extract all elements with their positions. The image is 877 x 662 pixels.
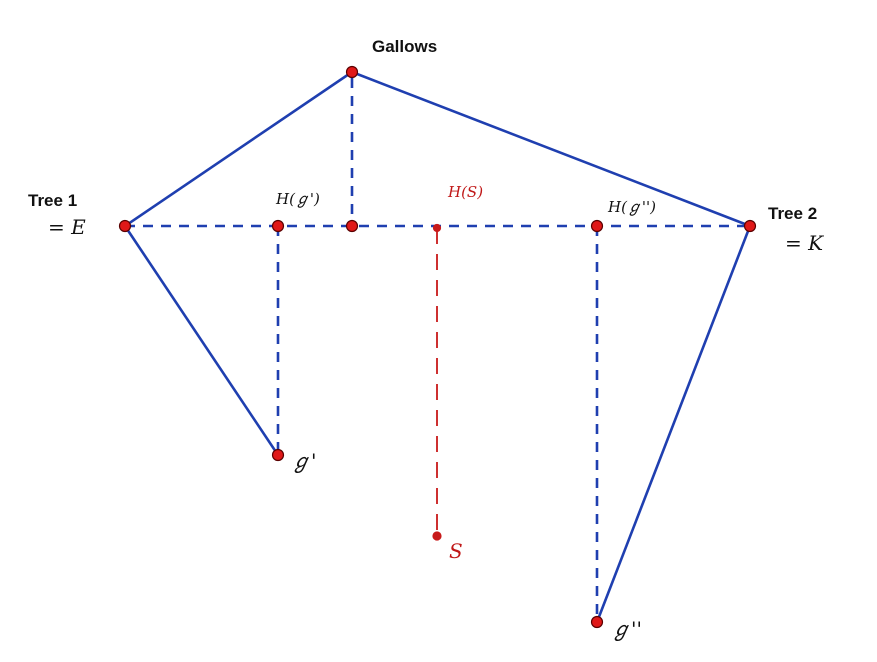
h-g1-label: H(ℊ') xyxy=(275,190,320,208)
solid-lines xyxy=(123,70,752,623)
h-s-label: H(S) xyxy=(447,183,483,201)
gallows-point xyxy=(345,65,359,79)
points xyxy=(118,65,757,629)
g1-point xyxy=(271,448,285,462)
tree2-point xyxy=(743,219,757,233)
s-label: S xyxy=(449,539,463,563)
h-g1-point xyxy=(271,219,285,233)
gallows-label: Gallows xyxy=(372,37,437,56)
tree1-sub-label: = E xyxy=(48,215,86,239)
g1-label: ℊ' xyxy=(291,449,317,473)
tree1-point xyxy=(118,219,132,233)
tree1-to-g1-line xyxy=(123,225,280,456)
gallows-to-tree2-line xyxy=(351,70,751,228)
s-point xyxy=(432,531,442,541)
g2-label: ℊ'' xyxy=(611,617,642,641)
foot-gallows-point xyxy=(345,219,359,233)
tree2-label: Tree 2 xyxy=(768,204,817,223)
tree1-label: Tree 1 xyxy=(28,191,77,210)
h-g2-label: H(ℊ'') xyxy=(607,198,656,216)
tree2-sub-label: = K xyxy=(785,231,824,255)
g2-point xyxy=(590,615,604,629)
tree2-to-g2-line xyxy=(595,225,752,623)
tree1-to-gallows-line xyxy=(124,70,353,228)
h-g2-point xyxy=(590,219,604,233)
h-s-point xyxy=(432,223,442,233)
